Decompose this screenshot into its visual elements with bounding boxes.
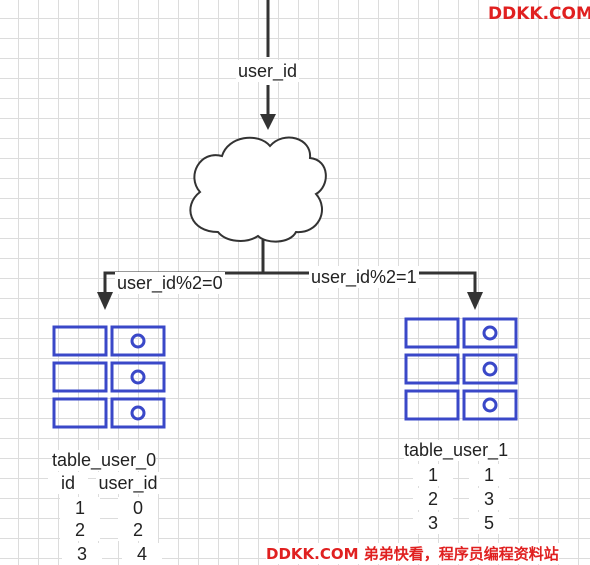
right-row-1-user-id: 1 <box>469 464 509 486</box>
watermark-top: DDKK.COM <box>488 4 590 24</box>
table-name-right: table_user_1 <box>404 440 509 461</box>
right-row-3-id: 3 <box>413 512 453 534</box>
table-name-left: table_user_0 <box>52 450 157 471</box>
right-row-2-user-id: 3 <box>469 488 509 510</box>
left-row-2-id: 2 <box>60 519 100 541</box>
watermark-bottom: DDKK.COM 弟弟快看，程序员编程资料站 <box>266 543 559 564</box>
right-row-2-id: 2 <box>413 488 453 510</box>
database-icon-left <box>52 325 166 429</box>
right-row-1-id: 1 <box>413 464 453 486</box>
column-header-user-id: user_id <box>96 472 160 494</box>
left-row-2-user-id: 2 <box>118 519 158 541</box>
right-row-3-user-id: 5 <box>469 512 509 534</box>
left-row-1-id: 1 <box>60 497 100 519</box>
input-arrowhead <box>260 114 276 130</box>
cloud-icon <box>189 136 327 243</box>
left-row-3-id: 3 <box>62 543 102 565</box>
left-branch-arrowhead <box>97 292 113 310</box>
database-icon-right <box>404 317 518 421</box>
input-label: user_id <box>236 60 300 82</box>
left-row-3-user-id: 4 <box>122 543 162 565</box>
right-branch-arrowhead <box>467 292 483 310</box>
left-condition-label: user_id%2=0 <box>115 272 225 294</box>
left-row-1-user-id: 0 <box>118 497 158 519</box>
right-condition-label: user_id%2=1 <box>309 266 419 288</box>
column-header-id: id <box>48 472 88 494</box>
